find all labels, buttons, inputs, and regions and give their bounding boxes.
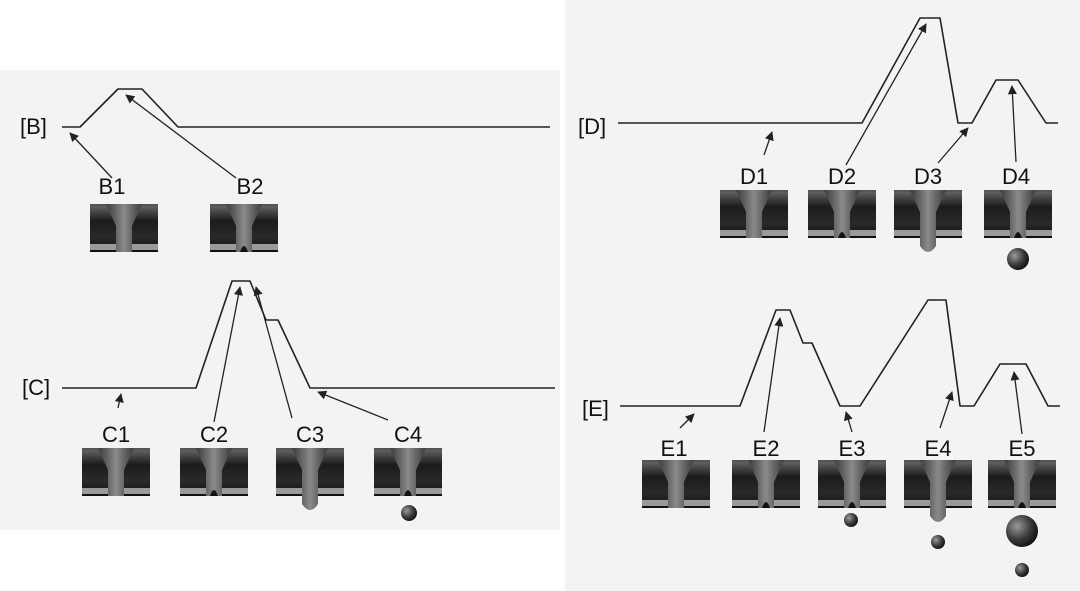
step-label-e1: E1 [661,436,688,461]
arrow-d4 [1007,85,1017,163]
step-label-b2: B2 [237,174,264,199]
droplet-e5-small [1015,563,1029,577]
arrow-c2 [213,286,243,423]
electrode-d1 [720,190,788,238]
electrode-e2 [732,460,800,508]
electrode-d4 [984,190,1052,238]
step-label-d1: D1 [740,164,768,189]
arrow-b2 [125,94,237,179]
electrode-e5 [988,460,1056,508]
waveform-b [62,88,550,128]
arrow-c1 [114,393,124,409]
arrow-c3 [253,286,293,419]
electrode-c4 [374,448,442,496]
panel-label-c: [C] [22,375,50,400]
step-label-c3: C3 [296,422,324,447]
droplet-e3 [844,513,858,527]
droplet-e5-large [1006,515,1038,547]
step-label-d4: D4 [1002,164,1030,189]
step-label-d3: D3 [914,164,942,189]
droplet-d4 [1007,248,1029,270]
panel-e: [E] E1 E2 E3 E4 E5 [582,299,1060,577]
step-label-d2: D2 [828,164,856,189]
waveform-c [62,280,555,389]
electrode-b1 [90,204,158,252]
panel-d: [D] D1 D2 D3 D4 [578,17,1058,270]
electrode-c2 [180,448,248,496]
waveform-e [620,299,1060,407]
electrode-c3 [276,448,344,510]
arrow-d2 [845,23,927,166]
arrow-d1 [763,131,774,156]
electrode-e3 [818,460,886,508]
step-label-c4: C4 [394,422,422,447]
step-label-e5: E5 [1009,436,1036,461]
panel-c: [C] C1 C2 C3 C4 [22,280,555,521]
electrode-e4 [904,460,972,522]
step-label-c1: C1 [102,422,130,447]
electrode-d3 [894,190,962,252]
arrow-e5 [1010,371,1023,435]
arrow-e2 [763,317,784,433]
arrow-c4 [317,390,389,421]
arrow-e1 [679,413,695,429]
arrow-b1 [69,132,113,179]
step-label-e2: E2 [753,436,780,461]
droplet-c4 [401,505,417,521]
step-label-c2: C2 [200,422,228,447]
electrode-c1 [82,448,150,496]
step-label-e4: E4 [925,436,952,461]
arrow-e3 [843,411,853,433]
step-label-b1: B1 [99,174,126,199]
electrode-d2 [808,190,876,238]
panel-b: [B] B1 B2 [20,88,550,252]
arrow-e4 [939,391,954,429]
step-label-e3: E3 [839,436,866,461]
panel-label-b: [B] [20,114,47,139]
electrode-e1 [642,460,710,508]
panel-label-d: [D] [578,114,606,139]
waveform-d [618,17,1058,124]
droplet-e4 [931,535,945,549]
arrow-d3 [937,127,969,164]
panel-label-e: [E] [582,396,609,421]
electrode-b2 [210,204,278,252]
